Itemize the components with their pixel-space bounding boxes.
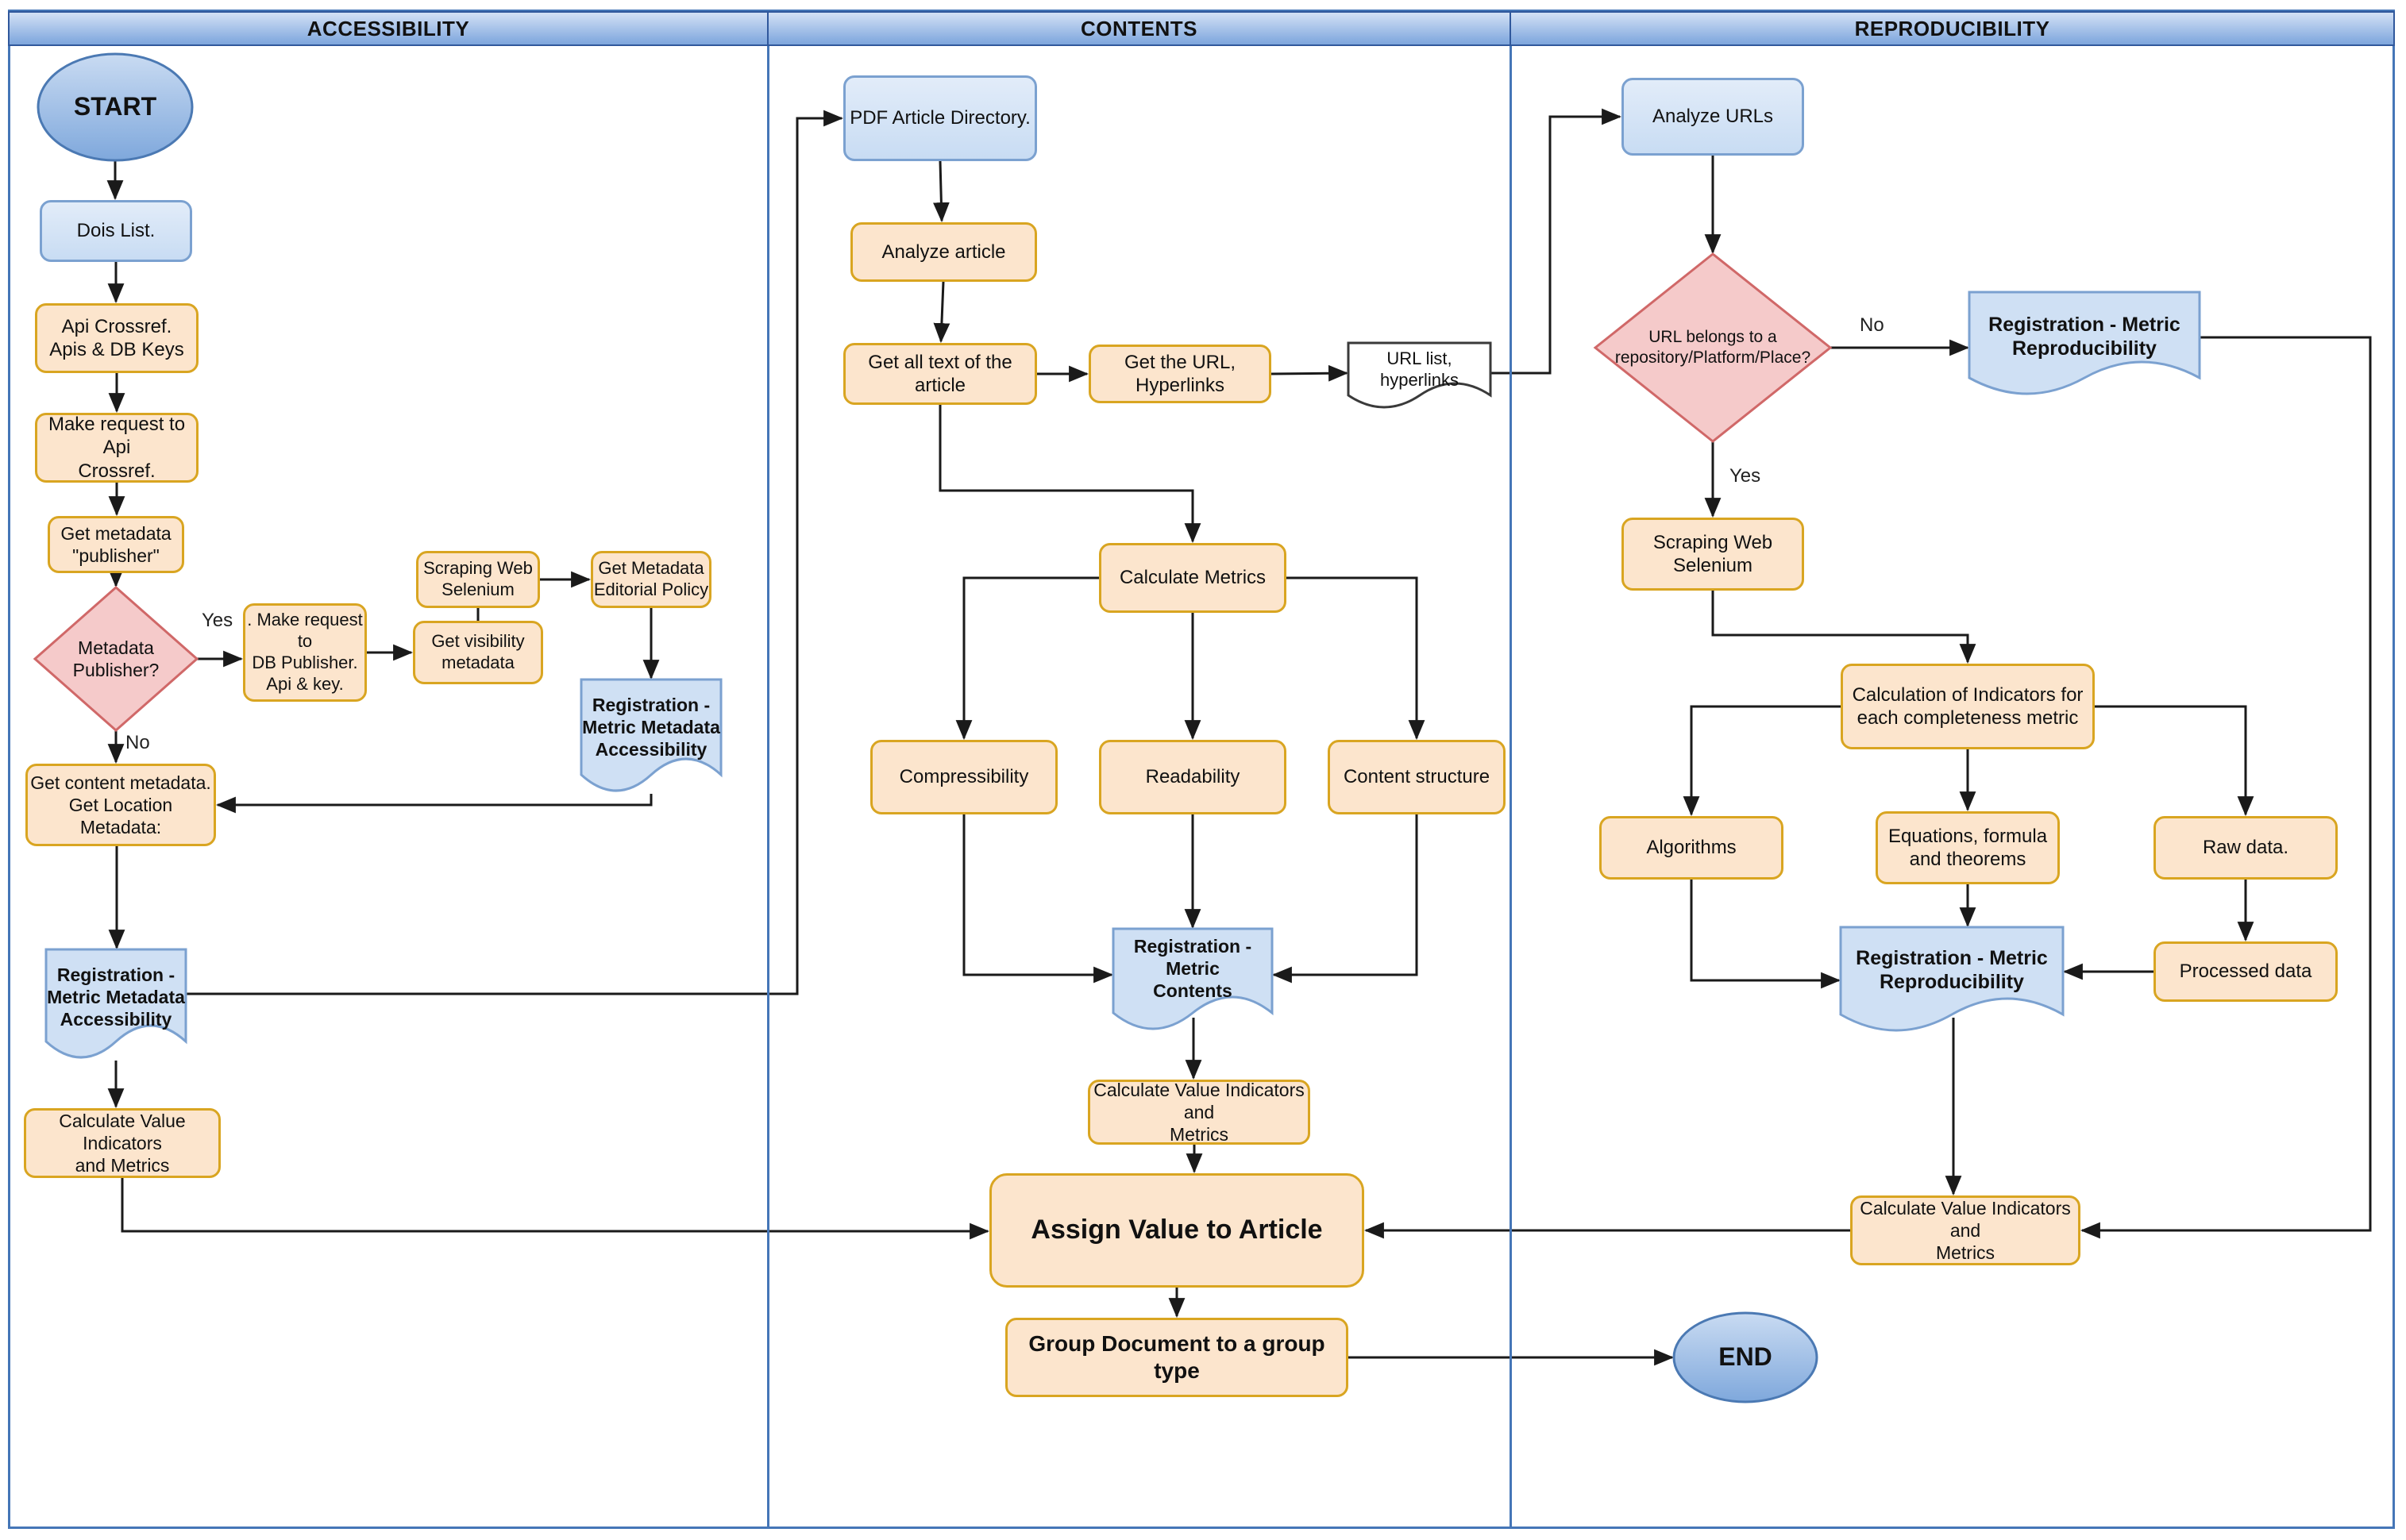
edge-scraping2-calcind: [1711, 591, 1976, 664]
lane-header-reproducibility: REPRODUCIBILITY: [1510, 11, 2395, 46]
node-reg-metadata-accessibility-2: Registration - Metric Metadata Accessibi…: [47, 964, 185, 1030]
node-compressibility: Compressibility: [870, 740, 1058, 814]
edge-calcleft-assign: [121, 1178, 990, 1240]
node-calc-value-contents: Calculate Value Indicators and Metrics: [1088, 1080, 1310, 1145]
node-calc-indicators: Calculation of Indicators for each compl…: [1841, 664, 2095, 749]
edge-struct-doccontents: [1271, 814, 1418, 984]
node-reg-metadata-accessibility-1: Registration - Metric Metadata Accessibi…: [582, 694, 720, 760]
node-calc-value-accessibility: Calculate Value Indicators and Metrics: [24, 1108, 221, 1178]
node-analyze-article: Analyze article: [850, 222, 1037, 282]
node-get-visibility: Get visibility metadata: [413, 621, 543, 684]
edge-doc1-getcontent: [215, 794, 653, 814]
node-group-document: Group Document to a group type: [1005, 1318, 1348, 1397]
edge-label-no-accessibility: No: [125, 732, 150, 753]
node-analyze-urls: Analyze URLs: [1621, 78, 1804, 156]
edge-label-no-reproducibility: No: [1860, 314, 1884, 336]
node-assign-value: Assign Value to Article: [989, 1173, 1364, 1288]
doc-reg-contents: [1112, 927, 1274, 1030]
doc-reg-metadata-accessibility-2: [44, 948, 187, 1059]
node-end: END: [1718, 1342, 1772, 1372]
node-url-belongs-q: URL belongs to a repository/Platform/Pla…: [1614, 328, 1811, 367]
node-reg-contents: Registration - Metric Contents: [1133, 935, 1252, 1002]
node-api-crossref: Api Crossref. Apis & DB Keys: [35, 303, 199, 373]
node-scraping-web-accessibility: Scraping Web Selenium: [416, 551, 540, 608]
node-get-metadata-publisher: Get metadata "publisher": [48, 516, 184, 573]
edge-doc2-pdfdir: [186, 110, 844, 995]
edge-calcind-algorithms: [1683, 705, 1841, 817]
decision-metadata-publisher: [33, 585, 199, 733]
edge-compress-doccontents: [962, 814, 1114, 984]
edge-calcind-rawdata: [2095, 705, 2254, 817]
lane-header-contents: CONTENTS: [767, 11, 1511, 46]
node-processed-data: Processed data: [2153, 941, 2338, 1002]
node-equations: Equations, formula and theorems: [1876, 811, 2060, 884]
edge-label-yes-accessibility: Yes: [202, 610, 233, 631]
node-reg-reproducibility-1: Registration - Metric Reproducibility: [1988, 313, 2180, 360]
lane-divider-1: [767, 46, 769, 1529]
node-dois-list: Dois List.: [40, 200, 192, 262]
edge-urldoc-analyzeurls: [1490, 108, 1622, 375]
edge-label-yes-reproducibility: Yes: [1729, 465, 1761, 487]
node-url-list-doc: URL list, hyperlinks: [1379, 348, 1459, 390]
node-algorithms: Algorithms: [1599, 816, 1783, 880]
edge-calcmetrics-struct: [1286, 576, 1425, 741]
diagram-frame: [8, 10, 2395, 1529]
node-calculate-metrics: Calculate Metrics: [1099, 543, 1286, 613]
node-calc-value-reproducibility: Calculate Value Indicators and Metrics: [1850, 1195, 2080, 1265]
edge-algorithms-regrepro2: [1690, 880, 1841, 989]
node-get-all-text: Get all text of the article: [843, 343, 1037, 405]
node-start: START: [73, 92, 157, 121]
node-get-url-hyperlinks: Get the URL, Hyperlinks: [1089, 345, 1271, 403]
doc-url-list: [1347, 341, 1492, 409]
node-raw-data: Raw data.: [2153, 816, 2338, 880]
edges: [106, 108, 2372, 1366]
lane-title: ACCESSIBILITY: [307, 16, 470, 40]
node-reg-reproducibility-2: Registration - Metric Reproducibility: [1856, 946, 2048, 994]
node-metadata-publisher-q: Metadata Publisher?: [72, 637, 160, 680]
decision-url-belongs: [1593, 252, 1833, 443]
edge-geturl-urldoc: [1270, 364, 1349, 382]
node-make-request-db: . Make request to DB Publisher. Api & ke…: [243, 603, 367, 702]
lane-header-accessibility: ACCESSIBILITY: [8, 11, 769, 46]
edge-calcmetrics-compress: [955, 576, 1099, 741]
edge-pdf-analyze: [932, 160, 950, 223]
node-readability: Readability: [1099, 740, 1286, 814]
edge-getall-calcmetrics: [939, 405, 1201, 544]
lane-divider-2: [1510, 46, 1512, 1529]
doc-reg-reproducibility-2: [1839, 926, 2065, 1032]
node-scraping-web-reproducibility: Scraping Web Selenium: [1621, 518, 1804, 591]
node-content-structure: Content structure: [1328, 740, 1506, 814]
end-ellipse: [1672, 1311, 1818, 1403]
edge-analyze-getall: [933, 281, 950, 344]
lane-title: CONTENTS: [1081, 16, 1197, 40]
start-ellipse: [37, 52, 194, 162]
doc-reg-metadata-accessibility-1: [580, 678, 723, 792]
node-get-metadata-editorial: Get Metadata Editorial Policy: [591, 551, 711, 608]
lane-title: REPRODUCIBILITY: [1854, 16, 2050, 40]
edge-regrepro1-calcright: [2080, 336, 2372, 1239]
node-make-request-api: Make request to Api Crossref.: [35, 413, 199, 483]
doc-reg-reproducibility-1: [1968, 291, 2201, 395]
node-get-content-metadata: Get content metadata. Get Location Metad…: [25, 764, 216, 846]
node-pdf-directory: PDF Article Directory.: [843, 75, 1037, 161]
